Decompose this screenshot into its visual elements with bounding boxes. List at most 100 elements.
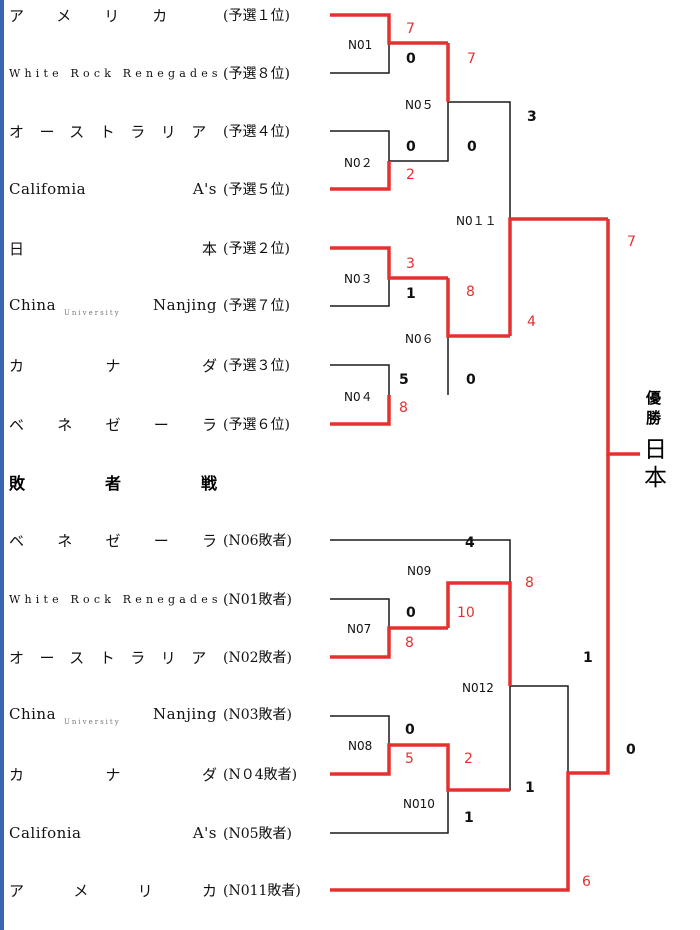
- score-n08-top: 0: [405, 722, 415, 738]
- score-n03-bottom: 1: [406, 286, 416, 302]
- score-final-top: 7: [627, 234, 636, 250]
- line-m4-top: [330, 364, 390, 395]
- team-row: 日本 (予選２位): [9, 237, 290, 259]
- line-m2-top: [330, 130, 390, 161]
- team-row: アメリカ (予選１位): [9, 4, 290, 26]
- team-note: (予選７位): [223, 298, 290, 314]
- match-label-n04: N0４: [344, 390, 373, 404]
- score-n09-top: 4: [465, 535, 475, 551]
- team-note: (予選５位): [223, 182, 290, 198]
- match-label-n012: N012: [462, 681, 494, 695]
- win-line-m1: [330, 13, 448, 45]
- match-label-n08: N08: [348, 739, 373, 753]
- champion-name: 日本: [644, 437, 667, 491]
- team-note: (N06敗者): [223, 533, 292, 549]
- team-note: (予選３位): [223, 358, 290, 374]
- team-note: (N０4敗者): [223, 767, 298, 783]
- score-n04-bottom: 8: [399, 400, 408, 416]
- match-label-n03: N0３: [344, 272, 373, 286]
- line-m12-out: [510, 685, 569, 773]
- team-note: (N011敗者): [223, 883, 301, 899]
- team-subnote: University: [64, 309, 121, 317]
- team-name: アメリカ: [9, 881, 217, 900]
- score-n07-bottom: 8: [405, 635, 414, 651]
- team-note: (N01敗者): [223, 592, 292, 608]
- team-subnote: University: [64, 718, 121, 726]
- match-label-n011: N0１１: [456, 214, 497, 228]
- win-line-m13: [330, 454, 610, 892]
- score-n010-top: 2: [464, 751, 473, 767]
- match-label-n09: N09: [407, 564, 432, 578]
- win-line-final: [606, 219, 640, 456]
- team-name: 日本: [9, 239, 217, 258]
- win-line-m9: [446, 581, 512, 686]
- score-n011-bottom: 4: [527, 314, 536, 330]
- team-row: アメリカ (N011敗者): [9, 879, 301, 901]
- win-line-m2: [330, 161, 391, 191]
- score-n03-top: 3: [406, 256, 415, 272]
- line-m11-top: [448, 101, 511, 219]
- team-name: カナダ: [9, 765, 217, 784]
- line-m7-top: [330, 598, 390, 628]
- team-note: (予選１位): [223, 8, 290, 24]
- win-line-m3: [330, 246, 448, 280]
- team-row: オーストラリア (予選４位): [9, 120, 290, 142]
- team-note: (予選２位): [223, 241, 290, 257]
- team-name: オーストラリア: [9, 122, 222, 141]
- score-n02-bottom: 2: [406, 167, 415, 183]
- line-m5-bottom: [389, 102, 449, 162]
- line-m1-bottom: [330, 43, 390, 74]
- team-row: White Rock Renegades (N01敗者): [9, 588, 292, 610]
- score-n06-top: 8: [466, 284, 475, 300]
- win-line-m7: [330, 626, 448, 659]
- match-label-n02: N0２: [344, 156, 373, 170]
- score-final-lower-top: 1: [583, 650, 593, 666]
- team-row: ベネゼーラ (予選６位): [9, 413, 290, 435]
- score-n012-top: 8: [525, 575, 534, 591]
- line-m3-bottom: [330, 278, 390, 307]
- win-line-m4: [330, 395, 391, 426]
- team-name: オーストラリア: [9, 648, 222, 667]
- match-label-n01: N01: [348, 38, 373, 52]
- win-line-m8: [330, 743, 510, 792]
- champion-label: 優勝: [646, 389, 662, 427]
- win-line-m11: [508, 217, 608, 336]
- match-label-n06: N0６: [405, 332, 434, 346]
- team-note: (予選６位): [223, 417, 290, 433]
- team-name: White Rock Renegades: [9, 592, 222, 606]
- score-n04-top: 5: [399, 372, 409, 388]
- team-name: White Rock Renegades: [9, 66, 222, 80]
- score-n01-top: 7: [406, 21, 415, 37]
- score-final-bottom: 0: [626, 742, 636, 758]
- score-n01-bottom: 0: [406, 51, 416, 67]
- score-n09-bottom: 10: [457, 605, 475, 621]
- score-n08-bottom: 5: [405, 751, 414, 767]
- score-n06-bottom: 0: [466, 372, 476, 388]
- score-final-lower-bottom: 6: [582, 874, 591, 890]
- team-note: (N02敗者): [223, 650, 292, 666]
- score-n07-top: 0: [406, 605, 416, 621]
- score-n05-top: 7: [467, 51, 476, 67]
- score-n05-bottom: 0: [467, 139, 477, 155]
- team-row: カナダ (予選３位): [9, 354, 290, 376]
- team-name: カナダ: [9, 356, 217, 375]
- team-name: ベネゼーラ: [9, 531, 217, 550]
- team-note: (N05敗者): [223, 826, 292, 842]
- team-name: ベネゼーラ: [9, 415, 217, 434]
- line-m12-bottom: [448, 686, 511, 791]
- score-n012-bottom: 1: [525, 780, 535, 796]
- team-row: カナダ (N０4敗者): [9, 763, 297, 785]
- match-label-n05: N0５: [405, 98, 434, 112]
- team-note: (予選４位): [223, 124, 290, 140]
- score-n02-top: 0: [406, 139, 416, 155]
- team-row: オーストラリア (N02敗者): [9, 646, 292, 668]
- line-m9-top: [330, 539, 511, 583]
